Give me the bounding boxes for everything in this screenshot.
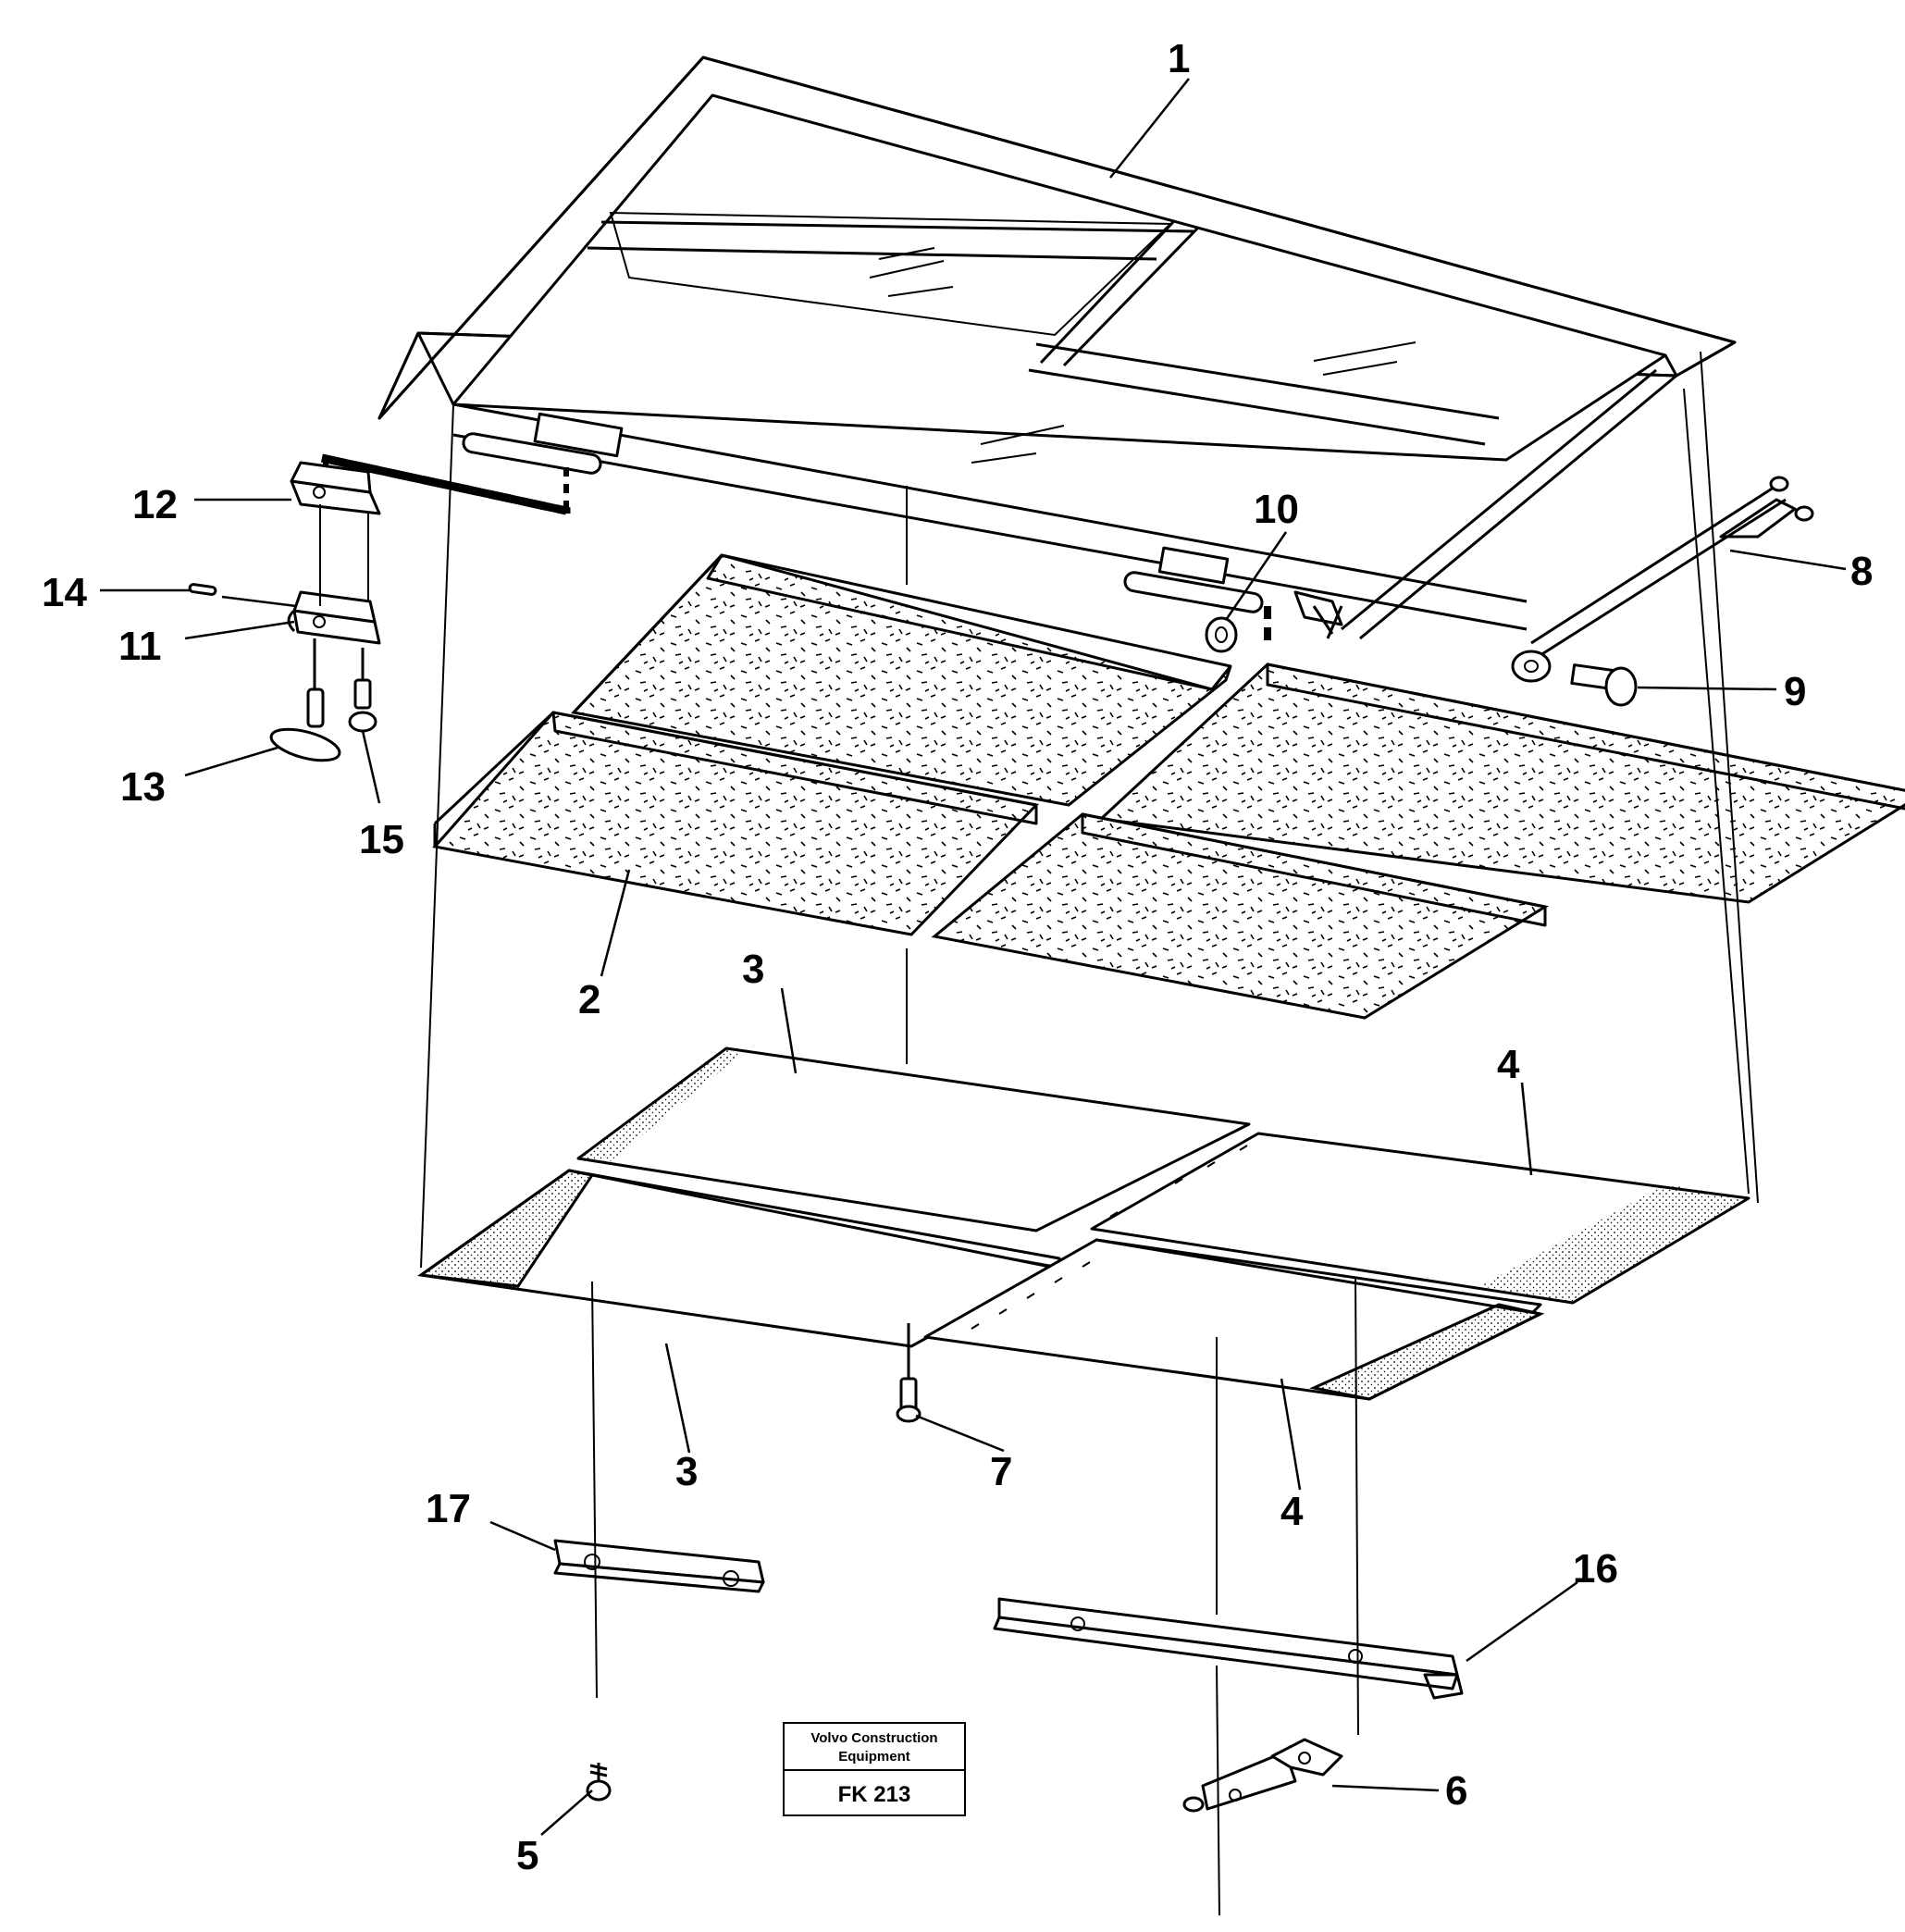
- callout-labels: 1 12 14 11 13 15 10 8 9 2 3 4 3 7 4 17 1…: [42, 36, 1873, 1878]
- screw-part-5: [586, 1763, 612, 1802]
- hinge-part-6: [1182, 1738, 1343, 1813]
- strip-part-16: [993, 1597, 1464, 1700]
- callout-5: 5: [516, 1833, 538, 1878]
- title-block-line-2: Equipment: [838, 1749, 910, 1765]
- callout-3-lower: 3: [675, 1449, 698, 1494]
- callout-15: 15: [359, 817, 404, 862]
- lower-panel-part-4: [923, 1132, 1750, 1401]
- callout-9: 9: [1784, 669, 1806, 714]
- washer-part-9: [1511, 650, 1552, 683]
- strip-part-17: [553, 1539, 765, 1593]
- washer-part-10: [1205, 616, 1238, 653]
- callout-13: 13: [120, 764, 166, 810]
- callout-3-upper: 3: [742, 947, 764, 992]
- callout-1: 1: [1168, 36, 1190, 81]
- callout-7: 7: [990, 1449, 1012, 1494]
- callout-4-lower: 4: [1280, 1489, 1304, 1534]
- screw-part-7: [896, 1323, 922, 1423]
- title-block-line-1: Volvo Construction: [810, 1730, 937, 1746]
- rod-part-8: [1530, 476, 1814, 657]
- pin-part-14: [188, 583, 217, 596]
- callout-12: 12: [132, 482, 178, 527]
- title-block-code: FK 213: [838, 1782, 911, 1807]
- callout-10: 10: [1254, 487, 1299, 532]
- callout-16: 16: [1573, 1546, 1618, 1591]
- callout-17: 17: [426, 1486, 471, 1531]
- lower-panel-part-3: [416, 1046, 1251, 1348]
- roof-frame-part-1: [377, 56, 1737, 640]
- callout-11: 11: [118, 624, 162, 669]
- dashed-connector-line: [321, 453, 567, 515]
- assembly-guide-lines: [420, 351, 1759, 1916]
- callout-6: 6: [1445, 1768, 1467, 1814]
- leader-lines: [100, 78, 1847, 1836]
- callout-8: 8: [1850, 549, 1873, 594]
- callout-4-upper: 4: [1497, 1042, 1520, 1087]
- bolt-part-9: [1570, 663, 1638, 707]
- title-block: Volvo Construction Equipment FK 213: [783, 1722, 966, 1816]
- handle-part-13: [269, 638, 341, 762]
- screw-part-15: [348, 648, 377, 733]
- callout-2: 2: [578, 977, 600, 1022]
- insulation-panel-part-2: [432, 553, 1905, 1020]
- bracket-part-11: [287, 590, 381, 645]
- bracket-part-12: [290, 461, 381, 515]
- callout-14: 14: [42, 570, 87, 615]
